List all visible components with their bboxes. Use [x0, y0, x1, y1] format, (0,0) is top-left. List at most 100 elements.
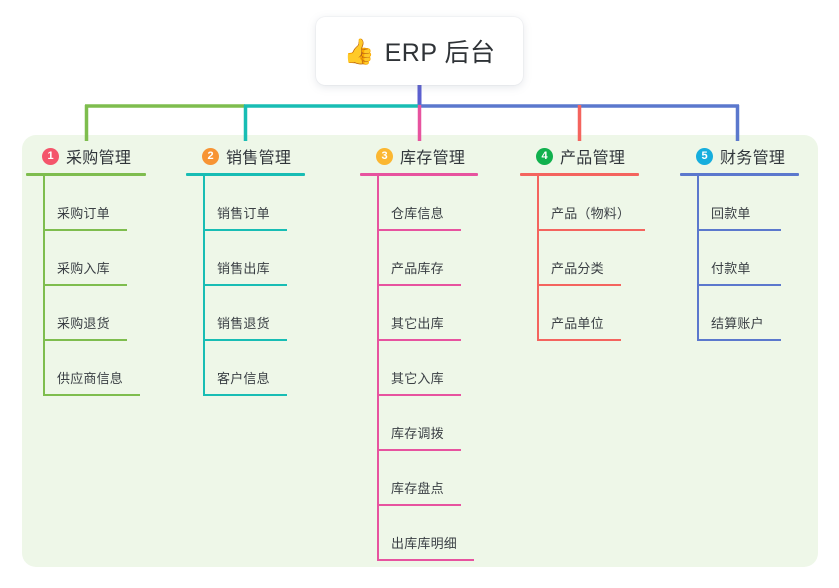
list-item-underline: [377, 229, 461, 231]
list-item[interactable]: 供应商信息: [26, 341, 186, 396]
list-item-label: 其它入库: [391, 371, 444, 386]
list-item[interactable]: 库存调拨: [360, 396, 530, 451]
list-item[interactable]: 销售出库: [186, 231, 346, 286]
root-node-card[interactable]: 👍 ERP 后台: [316, 17, 523, 85]
list-item[interactable]: 销售订单: [186, 176, 346, 231]
list-item-underline: [377, 284, 461, 286]
list-item-underline: [203, 229, 287, 231]
branch-spine-5: [697, 176, 699, 341]
list-item[interactable]: 客户信息: [186, 341, 346, 396]
list-item-label: 采购退货: [57, 316, 110, 331]
list-item[interactable]: 产品（物料）: [520, 176, 700, 231]
list-item-label: 结算账户: [711, 316, 764, 331]
list-item-label: 产品（物料）: [551, 206, 631, 221]
list-item-underline: [377, 559, 474, 561]
list-item-underline: [697, 284, 781, 286]
branch-underline-5: [680, 173, 799, 176]
list-item-underline: [203, 394, 287, 396]
branch-underline-4: [520, 173, 639, 176]
list-item-underline: [697, 229, 781, 231]
list-item-underline: [43, 229, 127, 231]
branch-header-3[interactable]: 3 库存管理: [360, 144, 530, 168]
branch-underline-2: [186, 173, 305, 176]
branch-column-2: 2 销售管理 销售订单 销售出库 销售退货 客户信息: [186, 144, 346, 396]
list-item-underline: [377, 504, 461, 506]
thumbs-up-icon: 👍: [343, 37, 375, 66]
list-item-underline: [203, 339, 287, 341]
list-item[interactable]: 库存盘点: [360, 451, 530, 506]
branch-header-5[interactable]: 5 财务管理: [680, 144, 839, 168]
list-item-label: 销售订单: [217, 206, 270, 221]
list-item-label: 库存调拨: [391, 426, 444, 441]
branch-title-1: 采购管理: [66, 150, 132, 167]
list-item-label: 产品库存: [391, 261, 444, 276]
branch-items-5: 回款单 付款单 结算账户: [680, 176, 839, 341]
branch-number-badge-4: 4: [536, 147, 553, 165]
list-item[interactable]: 回款单: [680, 176, 839, 231]
branch-number-badge-1: 1: [42, 147, 59, 165]
list-item-label: 回款单: [711, 206, 751, 221]
list-item[interactable]: 其它入库: [360, 341, 530, 396]
branch-items-2: 销售订单 销售出库 销售退货 客户信息: [186, 176, 346, 396]
list-item-underline: [43, 284, 127, 286]
list-item[interactable]: 仓库信息: [360, 176, 530, 231]
list-item[interactable]: 结算账户: [680, 286, 839, 341]
branch-underline-3: [360, 173, 478, 176]
list-item[interactable]: 出库库明细: [360, 506, 530, 561]
branch-header-1[interactable]: 1 采购管理: [26, 144, 186, 168]
list-item-label: 销售出库: [217, 261, 270, 276]
branch-number-badge-3: 3: [376, 147, 393, 165]
list-item-underline: [43, 394, 140, 396]
branch-title-2: 销售管理: [226, 150, 292, 167]
list-item-label: 采购订单: [57, 206, 110, 221]
branch-items-4: 产品（物料） 产品分类 产品单位: [520, 176, 700, 341]
list-item-label: 库存盘点: [391, 481, 444, 496]
list-item-label: 付款单: [711, 261, 751, 276]
list-item[interactable]: 采购入库: [26, 231, 186, 286]
branch-column-4: 4 产品管理 产品（物料） 产品分类 产品单位: [520, 144, 700, 341]
page-title: ERP 后台: [384, 39, 496, 67]
list-item[interactable]: 其它出库: [360, 286, 530, 341]
list-item-label: 产品单位: [551, 316, 604, 331]
branch-title-4: 产品管理: [560, 150, 626, 167]
list-item[interactable]: 产品分类: [520, 231, 700, 286]
list-item[interactable]: 产品库存: [360, 231, 530, 286]
branch-items-1: 采购订单 采购入库 采购退货 供应商信息: [26, 176, 186, 396]
branch-title-5: 财务管理: [720, 150, 786, 167]
list-item[interactable]: 付款单: [680, 231, 839, 286]
branch-header-4[interactable]: 4 产品管理: [520, 144, 700, 168]
branch-underline-1: [26, 173, 146, 176]
list-item[interactable]: 销售退货: [186, 286, 346, 341]
branch-spine-4: [537, 176, 539, 341]
list-item-underline: [537, 339, 621, 341]
list-item-underline: [537, 229, 645, 231]
list-item-label: 客户信息: [217, 371, 270, 386]
list-item-label: 出库库明细: [391, 536, 458, 551]
list-item-label: 采购入库: [57, 261, 110, 276]
list-item-label: 供应商信息: [57, 371, 124, 386]
branch-spine-3: [377, 176, 379, 561]
branch-title-3: 库存管理: [400, 150, 466, 167]
list-item[interactable]: 采购订单: [26, 176, 186, 231]
list-item-underline: [43, 339, 127, 341]
list-item[interactable]: 采购退货: [26, 286, 186, 341]
list-item[interactable]: 产品单位: [520, 286, 700, 341]
branch-items-3: 仓库信息 产品库存 其它出库 其它入库 库存调拨 库存盘点: [360, 176, 530, 561]
branch-header-2[interactable]: 2 销售管理: [186, 144, 346, 168]
branch-spine-1: [43, 176, 45, 396]
list-item-label: 仓库信息: [391, 206, 444, 221]
list-item-underline: [697, 339, 781, 341]
branch-column-3: 3 库存管理 仓库信息 产品库存 其它出库 其它入库 库存调拨: [360, 144, 530, 561]
list-item-underline: [377, 394, 461, 396]
branch-number-badge-5: 5: [696, 147, 713, 165]
list-item-underline: [537, 284, 621, 286]
list-item-label: 其它出库: [391, 316, 444, 331]
list-item-underline: [377, 339, 461, 341]
branch-spine-2: [203, 176, 205, 396]
branch-column-5: 5 财务管理 回款单 付款单 结算账户: [680, 144, 839, 341]
list-item-label: 销售退货: [217, 316, 270, 331]
list-item-underline: [377, 449, 461, 451]
list-item-underline: [203, 284, 287, 286]
list-item-label: 产品分类: [551, 261, 604, 276]
